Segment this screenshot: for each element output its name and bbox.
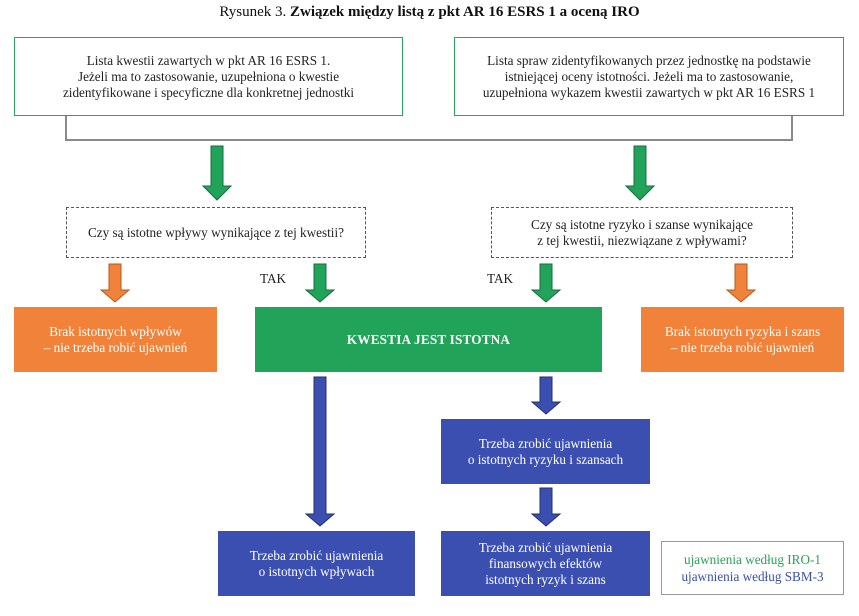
legend-box: ujawnienia według IRO-1 ujawnienia wedłu… — [661, 541, 844, 595]
tak-label-right: TAK — [487, 271, 514, 286]
figure-title: Rysunek 3. Związek między listą z pkt AR… — [0, 4, 859, 21]
no-impacts-box: Brak istotnych wpływów – nie trzeba robi… — [14, 307, 217, 372]
top-left-box: Lista kwestii zawartych w pkt AR 16 ESRS… — [14, 37, 403, 116]
arrow-to-no-risks — [725, 263, 757, 303]
arrow-tak-right — [530, 263, 562, 303]
material-issue-box: KWESTIA JEST ISTOTNA — [255, 307, 602, 372]
arrow-tak-left — [304, 263, 336, 303]
arrow-to-question-right — [624, 145, 656, 201]
top-right-box: Lista spraw zidentyfikowanych przez jedn… — [454, 37, 844, 116]
no-risks-box: Brak istotnych ryzyka i szans – nie trze… — [641, 307, 844, 372]
legend-iro1: ujawnienia według IRO-1 — [684, 552, 821, 567]
impacts-disclosure-box: Trzeba zrobić ujawnienia o istotnych wpł… — [218, 531, 415, 596]
arrow-to-impacts-disclosure — [304, 376, 336, 527]
question-impacts-box: Czy są istotne wpływy wynikające z tej k… — [66, 207, 366, 258]
top-bracket-line — [65, 116, 793, 141]
figure-title-text: Związek między listą z pkt AR 16 ESRS 1 … — [290, 4, 640, 20]
question-risks-box: Czy są istotne ryzyko i szanse wynikając… — [491, 207, 793, 258]
arrow-to-no-impacts — [99, 263, 131, 303]
arrow-to-risks-disclosure — [530, 376, 562, 415]
tak-label-left: TAK — [260, 271, 287, 286]
financial-disclosure-box: Trzeba zrobić ujawnienia finansowych efe… — [441, 531, 650, 596]
figure-title-prefix: Rysunek 3. — [219, 4, 287, 20]
arrow-to-question-left — [201, 145, 233, 201]
risks-disclosure-box: Trzeba zrobić ujawnienia o istotnych ryz… — [441, 419, 650, 484]
arrow-to-financial-disclosure — [530, 487, 562, 527]
legend-sbm3: ujawnienia według SBM-3 — [681, 569, 824, 584]
